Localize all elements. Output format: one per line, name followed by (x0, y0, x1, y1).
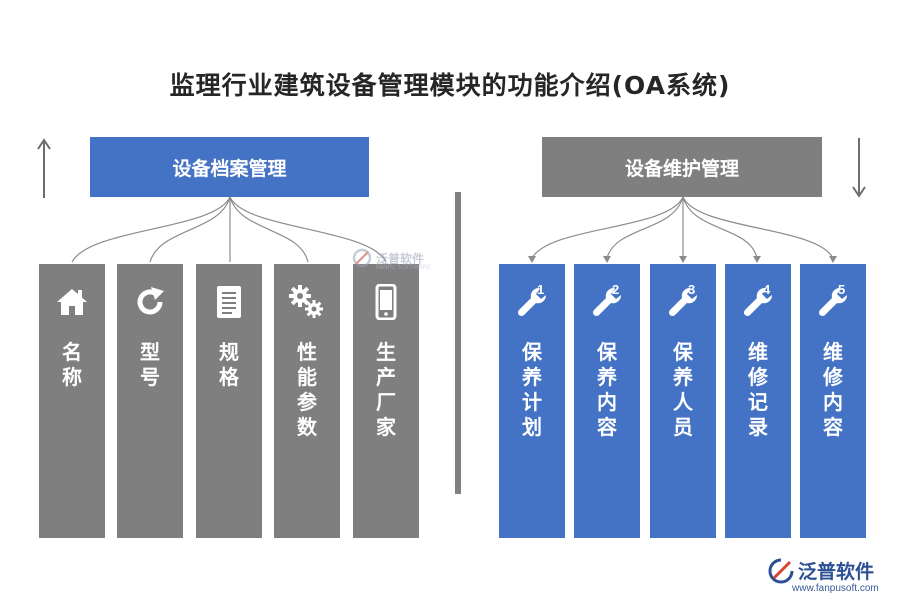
step-number: 2 (612, 282, 620, 297)
step-number: 3 (688, 282, 696, 297)
item-spec: 规格 (196, 264, 262, 538)
connector-right-5 (682, 196, 834, 259)
wrench-icon: 3 (658, 282, 708, 322)
center-divider (455, 192, 461, 494)
item-label: 生产厂家 (376, 340, 396, 439)
refresh-icon (125, 282, 175, 322)
step-number: 4 (763, 282, 771, 297)
step-number: 1 (537, 282, 545, 297)
item-label: 名称 (62, 340, 82, 389)
step-number: 5 (838, 282, 846, 297)
page-title: 监理行业建筑设备管理模块的功能介绍(OA系统) (169, 71, 731, 100)
down-arrow-icon (852, 138, 866, 198)
item-label: 保养计划 (522, 340, 542, 439)
item-maintenance-content: 2 保养内容 (574, 264, 640, 538)
up-arrow-icon (37, 138, 51, 198)
wrench-icon: 2 (582, 282, 632, 322)
item-label: 型号 (140, 340, 160, 389)
document-icon (204, 282, 254, 322)
item-performance: 性能参数 (274, 264, 340, 538)
wrench-icon: 1 (507, 282, 557, 322)
connector-left-2 (149, 196, 231, 263)
watermark-center: 泛普软件 (352, 248, 424, 268)
watermark-subtext: FANPU SOFTWARE (376, 264, 431, 271)
connector-right-2 (606, 196, 684, 259)
item-model: 型号 (117, 264, 183, 538)
gears-icon (282, 282, 332, 322)
item-manufacturer: 生产厂家 (353, 264, 419, 538)
phone-icon (361, 282, 411, 322)
home-icon (47, 282, 97, 322)
item-label: 维修内容 (823, 340, 843, 439)
watermark-center-sub: FANPU SOFTWARE (356, 264, 431, 271)
maintenance-management-header: 设备维护管理 (542, 137, 822, 197)
connector-left-1 (71, 196, 231, 263)
archive-management-header: 设备档案管理 (90, 137, 369, 197)
connector-left-5 (229, 196, 387, 263)
item-label: 维修记录 (748, 340, 768, 439)
brand-url: www.fanpusoft.com (792, 583, 879, 594)
connector-right-1 (531, 196, 684, 259)
item-label: 保养内容 (597, 340, 617, 439)
brand-name: 泛普软件 (798, 561, 875, 583)
item-repair-record: 4 维修记录 (725, 264, 791, 538)
connector-right-4 (682, 196, 758, 259)
connector-left-4 (229, 196, 309, 263)
item-label: 保养人员 (673, 340, 693, 439)
brand-logo: 泛普软件 (768, 557, 874, 584)
item-repair-content: 5 维修内容 (800, 264, 866, 538)
wrench-icon: 4 (733, 282, 783, 322)
item-name: 名称 (39, 264, 105, 538)
watermark-text: 泛普软件 (376, 251, 425, 266)
wrench-icon: 5 (808, 282, 858, 322)
item-maintenance-plan: 1 保养计划 (499, 264, 565, 538)
item-maintenance-staff: 3 保养人员 (650, 264, 716, 538)
fanpu-logo-icon (768, 558, 794, 583)
item-label: 性能参数 (297, 340, 317, 439)
fanpu-logo-icon (352, 248, 372, 268)
item-label: 规格 (219, 340, 239, 389)
